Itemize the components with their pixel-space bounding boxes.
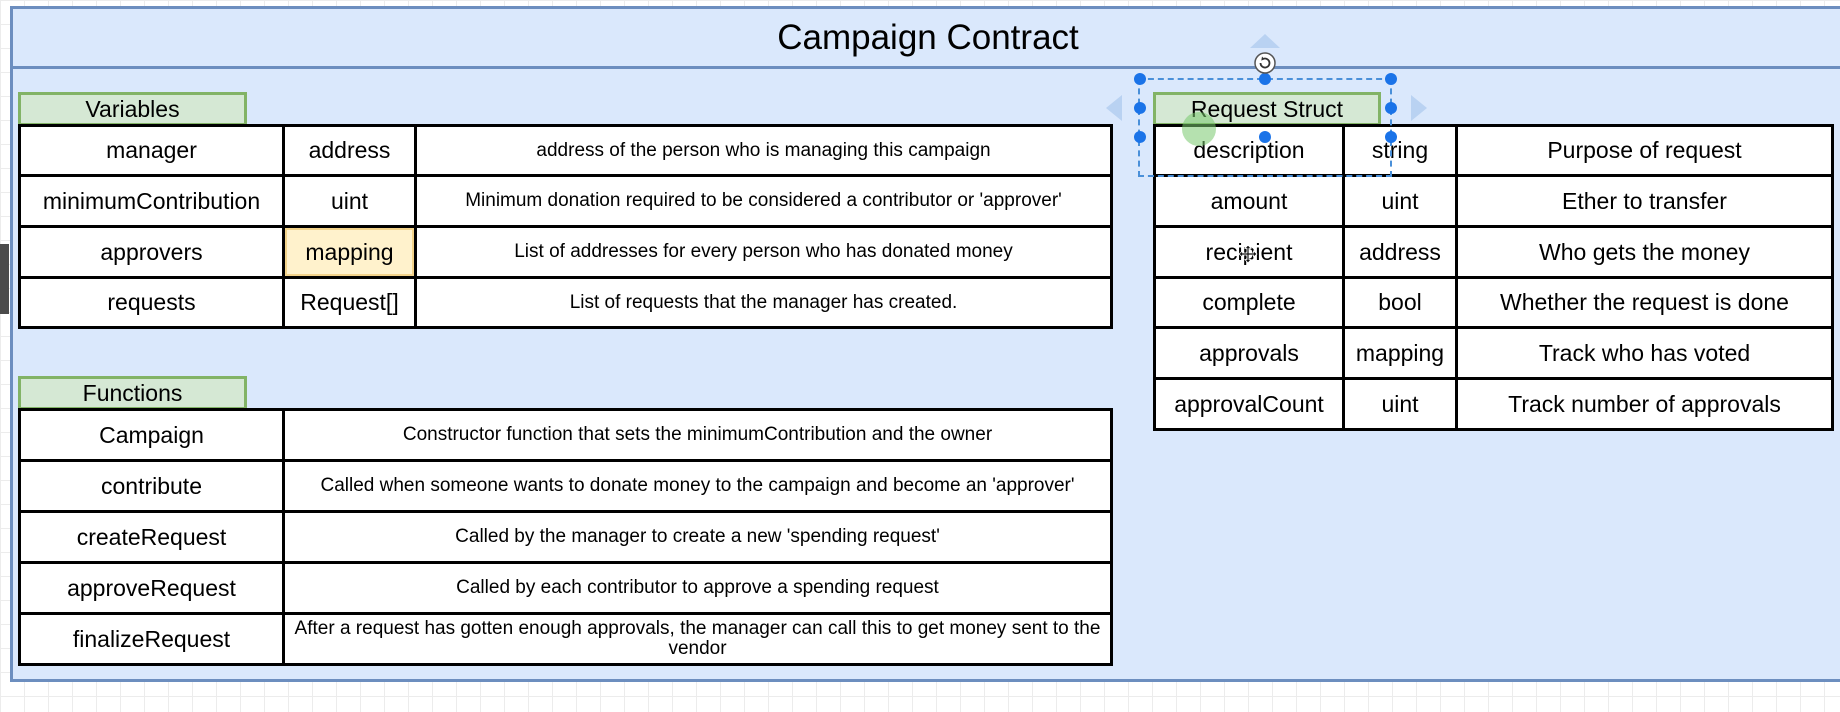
struct-field-description[interactable]: Track who has voted bbox=[1455, 326, 1834, 380]
table-row: approveRequest Called by each contributo… bbox=[18, 561, 1113, 615]
struct-field-description[interactable]: Ether to transfer bbox=[1455, 174, 1834, 228]
function-description[interactable]: After a request has gotten enough approv… bbox=[282, 612, 1113, 666]
variable-name[interactable]: manager bbox=[18, 124, 285, 177]
struct-field-type[interactable]: uint bbox=[1342, 377, 1458, 431]
struct-field-name[interactable]: approvalCount bbox=[1153, 377, 1345, 431]
connect-arrow-up-icon[interactable] bbox=[1250, 34, 1280, 48]
rotate-icon[interactable] bbox=[1254, 52, 1276, 74]
struct-field-type[interactable]: string bbox=[1342, 124, 1458, 177]
connection-point-icon bbox=[1182, 112, 1216, 146]
table-row: amount uint Ether to transfer bbox=[1153, 174, 1834, 228]
struct-field-type[interactable]: uint bbox=[1342, 174, 1458, 228]
resize-handle-left[interactable] bbox=[1134, 102, 1146, 114]
variable-type[interactable]: Request[] bbox=[282, 276, 417, 329]
connect-arrow-left-icon[interactable] bbox=[1106, 95, 1122, 121]
struct-field-type[interactable]: bool bbox=[1342, 276, 1458, 329]
function-name[interactable]: finalizeRequest bbox=[18, 612, 285, 666]
table-row: finalizeRequest After a request has gott… bbox=[18, 612, 1113, 666]
diagram-title[interactable]: Campaign Contract bbox=[13, 9, 1840, 69]
struct-field-description[interactable]: Track number of approvals bbox=[1455, 377, 1834, 431]
function-description[interactable]: Called when someone wants to donate mone… bbox=[282, 459, 1113, 513]
table-row: createRequest Called by the manager to c… bbox=[18, 510, 1113, 564]
table-row: approvals mapping Track who has voted bbox=[1153, 326, 1834, 380]
struct-field-description[interactable]: Whether the request is done bbox=[1455, 276, 1834, 329]
function-name[interactable]: Campaign bbox=[18, 408, 285, 462]
table-row: approvers mapping List of addresses for … bbox=[18, 225, 1113, 279]
variable-description[interactable]: List of requests that the manager has cr… bbox=[414, 276, 1113, 329]
left-edge-strip bbox=[0, 244, 9, 314]
resize-handle-bottom[interactable] bbox=[1259, 131, 1271, 143]
function-description[interactable]: Called by the manager to create a new 's… bbox=[282, 510, 1113, 564]
table-row: requests Request[] List of requests that… bbox=[18, 276, 1113, 329]
struct-field-name[interactable]: amount bbox=[1153, 174, 1345, 228]
request-struct-table: description string Purpose of request am… bbox=[1153, 124, 1834, 431]
variable-description[interactable]: Minimum donation required to be consider… bbox=[414, 174, 1113, 228]
function-description[interactable]: Constructor function that sets the minim… bbox=[282, 408, 1113, 462]
resize-handle-bottom-right[interactable] bbox=[1385, 131, 1397, 143]
functions-table: Campaign Constructor function that sets … bbox=[18, 408, 1113, 666]
table-row: manager address address of the person wh… bbox=[18, 124, 1113, 177]
struct-field-type[interactable]: mapping bbox=[1342, 326, 1458, 380]
resize-handle-bottom-left[interactable] bbox=[1134, 131, 1146, 143]
connect-arrow-right-icon[interactable] bbox=[1411, 95, 1427, 121]
struct-field-description[interactable]: Purpose of request bbox=[1455, 124, 1834, 177]
variable-description[interactable]: List of addresses for every person who h… bbox=[414, 225, 1113, 279]
struct-field-type[interactable]: address bbox=[1342, 225, 1458, 279]
table-row: description string Purpose of request bbox=[1153, 124, 1834, 177]
struct-field-description[interactable]: Who gets the money bbox=[1455, 225, 1834, 279]
table-row: minimumContribution uint Minimum donatio… bbox=[18, 174, 1113, 228]
resize-handle-top[interactable] bbox=[1259, 73, 1271, 85]
move-cursor-icon bbox=[1238, 244, 1258, 264]
table-row: recipient address Who gets the money bbox=[1153, 225, 1834, 279]
variables-table: manager address address of the person wh… bbox=[18, 124, 1113, 329]
table-row: contribute Called when someone wants to … bbox=[18, 459, 1113, 513]
functions-tab[interactable]: Functions bbox=[18, 376, 247, 410]
resize-handle-top-left[interactable] bbox=[1134, 73, 1146, 85]
table-row: approvalCount uint Track number of appro… bbox=[1153, 377, 1834, 431]
function-name[interactable]: createRequest bbox=[18, 510, 285, 564]
variables-tab[interactable]: Variables bbox=[18, 92, 247, 126]
variable-description[interactable]: address of the person who is managing th… bbox=[414, 124, 1113, 177]
variable-type-highlighted[interactable]: mapping bbox=[282, 225, 417, 279]
table-row: complete bool Whether the request is don… bbox=[1153, 276, 1834, 329]
function-name[interactable]: approveRequest bbox=[18, 561, 285, 615]
table-row: Campaign Constructor function that sets … bbox=[18, 408, 1113, 462]
struct-field-name[interactable]: approvals bbox=[1153, 326, 1345, 380]
variable-name[interactable]: minimumContribution bbox=[18, 174, 285, 228]
variable-name[interactable]: approvers bbox=[18, 225, 285, 279]
variable-type[interactable]: uint bbox=[282, 174, 417, 228]
function-name[interactable]: contribute bbox=[18, 459, 285, 513]
function-description[interactable]: Called by each contributor to approve a … bbox=[282, 561, 1113, 615]
resize-handle-top-right[interactable] bbox=[1385, 73, 1397, 85]
variable-name[interactable]: requests bbox=[18, 276, 285, 329]
resize-handle-right[interactable] bbox=[1385, 102, 1397, 114]
struct-field-name[interactable]: complete bbox=[1153, 276, 1345, 329]
variable-type[interactable]: address bbox=[282, 124, 417, 177]
